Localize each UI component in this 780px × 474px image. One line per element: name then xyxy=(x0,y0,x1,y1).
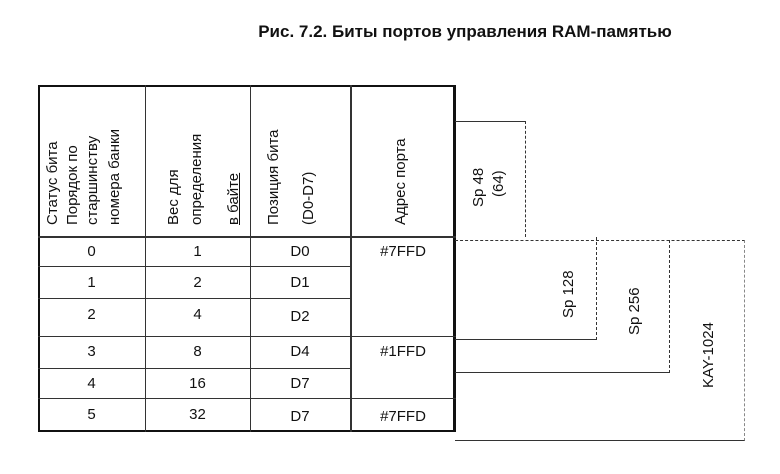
table-frame xyxy=(38,85,456,432)
cell-weight: 16 xyxy=(189,375,206,392)
col-divider xyxy=(145,85,146,432)
row-divider xyxy=(38,266,350,267)
kay1024-label: KAY-1024 xyxy=(700,322,717,388)
header-in-byte: в байте xyxy=(225,172,242,225)
col-divider xyxy=(250,85,251,432)
cell-weight: 4 xyxy=(193,306,202,323)
header-order: Порядок по xyxy=(64,145,81,225)
row-divider xyxy=(38,298,350,299)
sp48-bracket xyxy=(455,121,526,237)
header-weight: Вес для xyxy=(165,169,182,225)
cell-bit: D7 xyxy=(290,375,310,392)
cell-order: 5 xyxy=(87,406,96,423)
header-bank-number: номера банки xyxy=(106,129,123,225)
row-divider xyxy=(38,236,456,238)
header-bit-position: Позиция бита xyxy=(265,129,282,226)
header-port-address: Адрес порта xyxy=(392,138,409,225)
cell-order: 4 xyxy=(87,375,96,392)
col-divider xyxy=(350,85,352,432)
cell-order: 1 xyxy=(87,274,96,291)
cell-bit: D7 xyxy=(290,408,310,425)
cell-bit: D2 xyxy=(290,308,310,325)
cell-order: 0 xyxy=(87,243,96,260)
header-seniority: старшинству xyxy=(84,135,101,225)
cell-bit: D0 xyxy=(290,243,310,260)
cell-port: #1FFD xyxy=(380,343,426,360)
header-status: Статус бита xyxy=(44,141,61,225)
cell-bit: D1 xyxy=(290,274,310,291)
cell-weight: 8 xyxy=(193,343,202,360)
row-divider xyxy=(38,336,456,337)
sp256-bracket xyxy=(455,240,670,373)
cell-weight: 32 xyxy=(189,406,206,423)
kay1024-bracket xyxy=(455,240,745,441)
cell-bit: D4 xyxy=(290,343,310,360)
header-determine: определения xyxy=(188,133,205,225)
cell-weight: 2 xyxy=(193,274,202,291)
row-divider xyxy=(38,368,350,369)
sp48-alt-label: (64) xyxy=(490,170,507,197)
row-divider xyxy=(38,398,456,399)
cell-order: 3 xyxy=(87,343,96,360)
sp128-bracket xyxy=(455,237,597,340)
cell-order: 2 xyxy=(87,306,96,323)
cell-port: #7FFD xyxy=(380,243,426,260)
sp48-label: Sp 48 xyxy=(470,167,487,207)
cell-weight: 1 xyxy=(193,243,202,260)
header-bit-range: (D0-D7) xyxy=(300,171,317,225)
cell-port: #7FFD xyxy=(380,408,426,425)
figure-title: Рис. 7.2. Биты портов управления RAM-пам… xyxy=(258,22,672,41)
